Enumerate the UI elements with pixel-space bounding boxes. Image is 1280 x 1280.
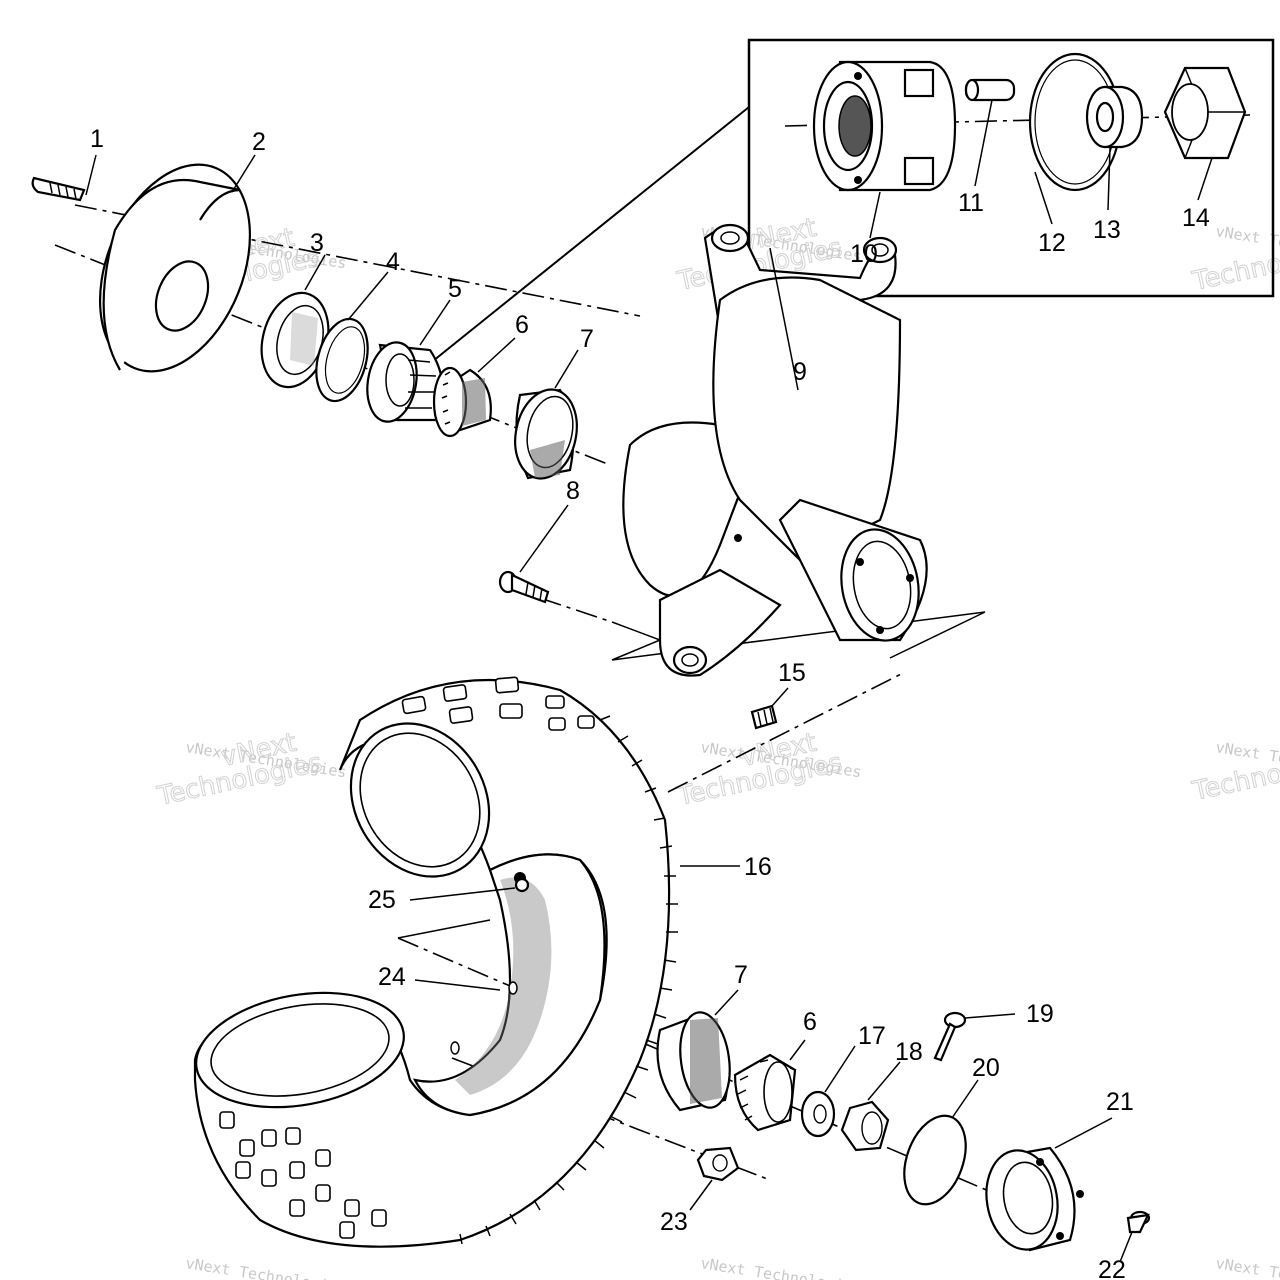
- callout-6: 6: [515, 311, 529, 339]
- tire-axis-line: [667, 671, 906, 793]
- inset-detail: [427, 38, 1275, 366]
- valve-stem-part: [409, 877, 530, 901]
- callout-23: 23: [660, 1208, 688, 1236]
- callout-4: 4: [386, 248, 400, 276]
- callout-12: 12: [1038, 229, 1066, 257]
- bearing-race-part: [656, 989, 739, 1112]
- callout-15: 15: [778, 659, 806, 687]
- callout-7: 7: [580, 325, 594, 353]
- callout-13: 13: [1093, 216, 1121, 244]
- valve-axis-line: [397, 919, 491, 939]
- castle-nut-part: [1163, 66, 1247, 160]
- hub-frame-line: [611, 611, 986, 661]
- inset-leader: [427, 106, 750, 366]
- rim-leader: [414, 979, 501, 991]
- hub-cap-part: [985, 1117, 1113, 1252]
- callout-labels: 1 2 3 4 5 6 7 8 9 10 11 12 13 14 15 16 1…: [90, 125, 1210, 1280]
- callout-11: 11: [958, 189, 984, 217]
- callout-8: 8: [566, 477, 580, 505]
- tapered-bearing-part: [733, 1039, 806, 1132]
- wheel-axis-line: [397, 937, 1006, 1199]
- watermark: vNext Technologies: [1214, 1254, 1280, 1280]
- watermark: vNext Technologies: [184, 1254, 347, 1280]
- castle-nut-part: [840, 1061, 901, 1152]
- callout-5: 5: [448, 275, 462, 303]
- callout-1: 1: [90, 125, 104, 153]
- callout-6-bottom: 6: [803, 1008, 817, 1036]
- inset-frame: [747, 38, 1275, 298]
- set-screw-part: [750, 687, 789, 730]
- tire-part: [193, 676, 740, 1248]
- brake-disc-part: [98, 154, 256, 373]
- bearing-race-part: [514, 349, 579, 480]
- callout-2: 2: [252, 128, 266, 156]
- callout-9: 9: [793, 358, 807, 386]
- screw-part: [31, 154, 97, 202]
- seal-part: [260, 254, 330, 389]
- callout-25: 25: [368, 886, 396, 914]
- screw-part: [1119, 1210, 1151, 1263]
- watermark-text: vNext Technologies: [699, 1254, 862, 1280]
- watermark: vNext Technologies: [674, 727, 846, 812]
- o-ring-part: [903, 1114, 967, 1206]
- spline-hub-part: [366, 299, 451, 423]
- snap-ring-part: [315, 271, 389, 403]
- watermark: vNext Technologies: [699, 1254, 862, 1280]
- callout-20: 20: [972, 1054, 1000, 1082]
- callout-10: 10: [850, 240, 878, 268]
- callout-24: 24: [378, 963, 406, 991]
- pin-part: [964, 78, 1016, 102]
- lug-nut-part: [689, 1146, 740, 1211]
- cotter-pin-part: [933, 1011, 1016, 1062]
- callout-22: 22: [1098, 1256, 1126, 1280]
- washer-part: [1085, 85, 1144, 149]
- bolt-axis-line: [539, 597, 613, 623]
- callout-21: 21: [1106, 1088, 1134, 1116]
- hub-carrier-part: [622, 223, 928, 677]
- bolt-part: [498, 504, 569, 604]
- tapered-bearing-part: [432, 337, 516, 438]
- castle-hub-part: [812, 60, 957, 192]
- callout-19: 19: [1026, 1000, 1054, 1028]
- watermark-text: vNext Technologies: [184, 1254, 347, 1280]
- callout-3: 3: [310, 229, 324, 257]
- callout-14: 14: [1182, 204, 1210, 232]
- callout-17: 17: [858, 1022, 886, 1050]
- watermark-text: vNext Technologies: [1214, 1254, 1280, 1280]
- watermark: vNext Technologies: [154, 727, 326, 812]
- washer-part: [800, 1045, 856, 1138]
- callout-7-bottom: 7: [734, 961, 748, 989]
- callout-16: 16: [744, 853, 772, 881]
- callout-18: 18: [895, 1038, 923, 1066]
